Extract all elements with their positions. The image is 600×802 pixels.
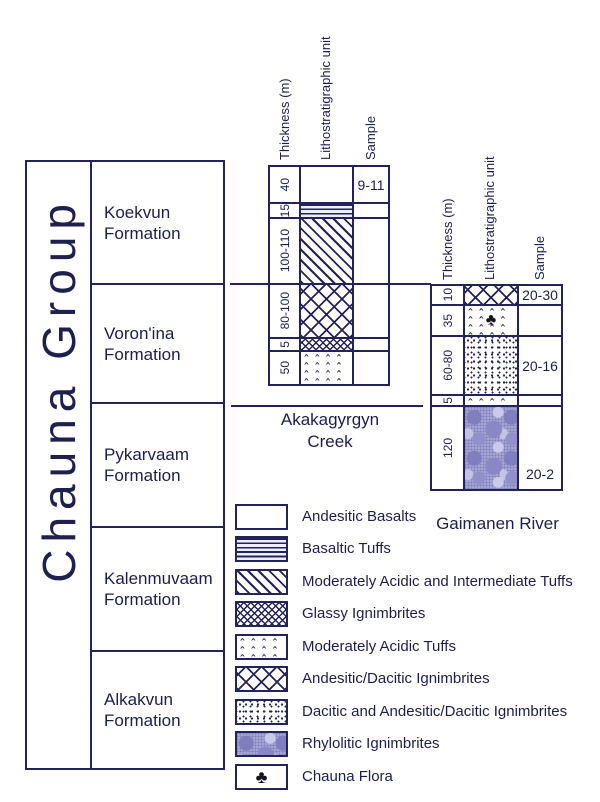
thickness-value: 15: [277, 203, 292, 218]
lithology-basaltic-tuffs: [301, 204, 354, 217]
formation-cell-alkakvun: Alkakvun Formation: [92, 652, 223, 768]
thickness-value: 35: [440, 313, 455, 328]
thickness-value: 120: [440, 437, 455, 459]
strat-row: 80-100: [270, 285, 388, 339]
column-title-gaimanen-river: Gaimanen River: [436, 514, 559, 533]
strat-row: 15: [270, 204, 388, 219]
group-name-cell: Chauna Group: [27, 162, 92, 768]
lithology-andesitic-basalts: [301, 167, 354, 202]
header-label: Sample: [363, 115, 378, 160]
thickness-value: 10: [440, 288, 455, 302]
chauna-flora-icon: ♣: [485, 311, 497, 329]
sample-value: 20-30: [522, 287, 558, 303]
correlation-line-creek-to-river: [389, 283, 431, 285]
thickness-value: 40: [277, 177, 292, 192]
group-label: Chauna Group: [32, 197, 85, 583]
lithology-moderately-acidic-tuffs: [301, 352, 354, 384]
header-label: Thickness (m): [277, 78, 292, 160]
correlation-line-koekvun-voronina: [230, 283, 268, 285]
formation-label: Kalenmuvaam Formation: [104, 569, 213, 609]
header-sample-creek: Sample: [363, 106, 379, 160]
thickness-value: 50: [277, 361, 292, 375]
strat-row: 100-110: [270, 219, 388, 285]
header-label: Lithostratigraphic unit: [482, 156, 497, 280]
sample-value: 20-2: [525, 466, 555, 482]
strat-column-gaimanen-river: 10 20-30 35 ♣ 60-80 20-16 5 120 20-2: [430, 284, 563, 491]
legend-label: Basaltic Tuffs: [302, 540, 391, 557]
strat-row: 5: [270, 339, 388, 352]
legend-label: Chauna Flora: [302, 768, 393, 785]
strat-row: 10 20-30: [432, 286, 561, 306]
sample-value: 20-16: [522, 357, 558, 374]
chauna-flora-icon: ♣: [255, 766, 268, 787]
formation-column: Koekvun Formation Voron'ina Formation Py…: [92, 162, 223, 768]
strat-row: 120 20-2: [432, 407, 561, 489]
formation-label: Voron'ina Formation: [104, 323, 181, 364]
header-sample-river: Sample: [532, 226, 548, 280]
legend-swatch-moderately-acidic-tuffs: [235, 634, 288, 660]
lithology-dacitic-andesitic-dacitic-ignimbrites: [465, 337, 519, 394]
column-title-akakagyrgyn-creek: Akakagyrgyn Creek: [280, 410, 380, 451]
strat-row: 40 9-11: [270, 167, 388, 204]
strat-row: 35 ♣: [432, 306, 561, 337]
header-thickness-river: Thickness (m): [440, 180, 456, 280]
header-label: Sample: [532, 235, 547, 280]
formation-label: Alkakvun Formation: [104, 690, 181, 730]
formation-cell-koekvun: Koekvun Formation: [92, 162, 223, 285]
strat-row: 50: [270, 352, 388, 384]
thickness-value: 60-80: [440, 350, 455, 381]
legend-label: Rhylolitic Ignimbrites: [302, 735, 440, 752]
header-unit-creek: Lithostratigraphic unit: [318, 14, 334, 160]
strat-row: 5: [432, 396, 561, 407]
header-label: Lithostratigraphic unit: [318, 36, 333, 160]
sample-value: 9-11: [357, 176, 385, 193]
lithology-moderately-acidic-tuffs: [465, 396, 519, 405]
lithology-glassy-ignimbrites: [301, 339, 354, 350]
header-thickness-creek: Thickness (m): [277, 60, 293, 160]
legend-label: Andesitic/Dacitic Ignimbrites: [302, 670, 490, 687]
legend-swatch-andesitic-dacitic-ignimbrites: [235, 666, 288, 692]
legend-swatch-rhylolitic-ignimbrites: [235, 731, 288, 757]
lithology-andesitic-dacitic-ignimbrites: [465, 286, 519, 304]
legend-label: Moderately Acidic and Intermediate Tuffs: [302, 573, 573, 590]
legend-swatch-dacitic-andesitic-dacitic-ignimbrites: [235, 699, 288, 725]
strat-column-akakagyrgyn-creek: 40 9-11 15 100-110 80-100 5 50: [268, 165, 390, 386]
legend-label: Moderately Acidic Tuffs: [302, 638, 456, 655]
thickness-value: 5: [277, 341, 292, 348]
legend-swatch-chauna-flora: ♣: [235, 764, 288, 790]
thickness-value: 100-110: [277, 229, 292, 273]
formation-cell-pykarvaam: Pykarvaam Formation: [92, 404, 223, 528]
group-table: Chauna Group Koekvun Formation Voron'ina…: [25, 160, 225, 770]
legend-swatch-moderately-acidic-intermediate-tuffs: [235, 569, 288, 595]
formation-cell-kalenmuvaam: Kalenmuvaam Formation: [92, 528, 223, 652]
formation-cell-voronina: Voron'ina Formation: [92, 285, 223, 404]
header-unit-river: Lithostratigraphic unit: [482, 134, 498, 280]
lithology-andesitic-dacitic-ignimbrites: [301, 285, 354, 337]
formation-label: Koekvun Formation: [104, 202, 181, 243]
correlation-line-voronina-pykarvaam: [231, 405, 423, 407]
lithology-rhylolitic-ignimbrites: [465, 407, 519, 489]
lithology-moderately-acidic-tuffs: ♣: [465, 306, 519, 335]
legend-swatch-andesitic-basalts: [235, 504, 288, 530]
formation-label: Pykarvaam Formation: [104, 445, 190, 485]
legend-label: Dacitic and Andesitic/Dacitic Ignimbrite…: [302, 703, 568, 720]
strat-row: 60-80 20-16: [432, 337, 561, 396]
lithology-moderately-acidic-intermediate-tuffs: [301, 219, 354, 283]
thickness-value: 80-100: [277, 292, 292, 330]
legend-label: Andesitic Basalts: [302, 508, 417, 525]
legend-label: Glassy Ignimbrites: [302, 605, 426, 622]
header-label: Thickness (m): [440, 198, 455, 280]
legend-swatch-glassy-ignimbrites: [235, 601, 288, 627]
thickness-value: 5: [440, 397, 455, 404]
legend-swatch-basaltic-tuffs: [235, 536, 288, 562]
